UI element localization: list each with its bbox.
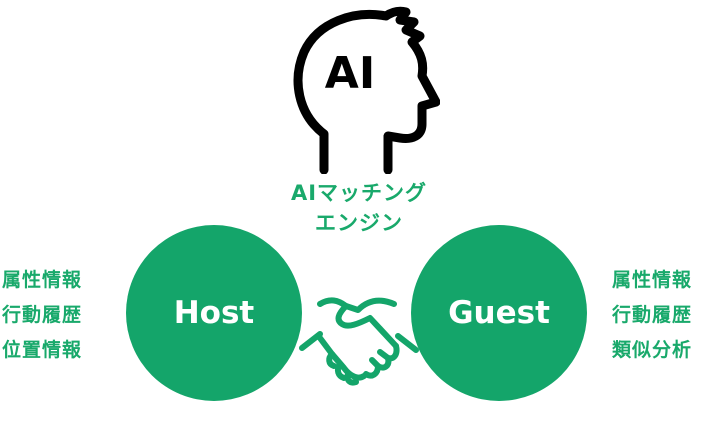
- engine-label-line-1: AIマッチング: [290, 181, 428, 205]
- guest-attributes-list: 属性情報 行動履歴 類似分析: [612, 263, 692, 368]
- host-circle: Host: [126, 225, 302, 401]
- host-attribute-item: 行動履歴: [2, 304, 83, 326]
- handshake-icon: [299, 297, 419, 386]
- ai-icon-text: AI: [325, 48, 375, 99]
- host-attribute-item: 位置情報: [2, 339, 83, 361]
- ai-matching-engine-label: AIマッチング エンジン: [259, 178, 459, 239]
- guest-label: Guest: [448, 295, 550, 331]
- guest-attribute-item: 行動履歴: [612, 304, 693, 326]
- host-attributes-list: 属性情報 行動履歴 位置情報: [2, 263, 82, 368]
- engine-label-line-2: エンジン: [315, 211, 403, 236]
- ai-head-icon: AI: [293, 6, 440, 174]
- guest-circle: Guest: [411, 225, 587, 401]
- host-attribute-item: 属性情報: [2, 269, 83, 291]
- guest-attribute-item: 類似分析: [612, 339, 693, 361]
- guest-attribute-item: 属性情報: [612, 269, 693, 291]
- host-label: Host: [173, 295, 255, 331]
